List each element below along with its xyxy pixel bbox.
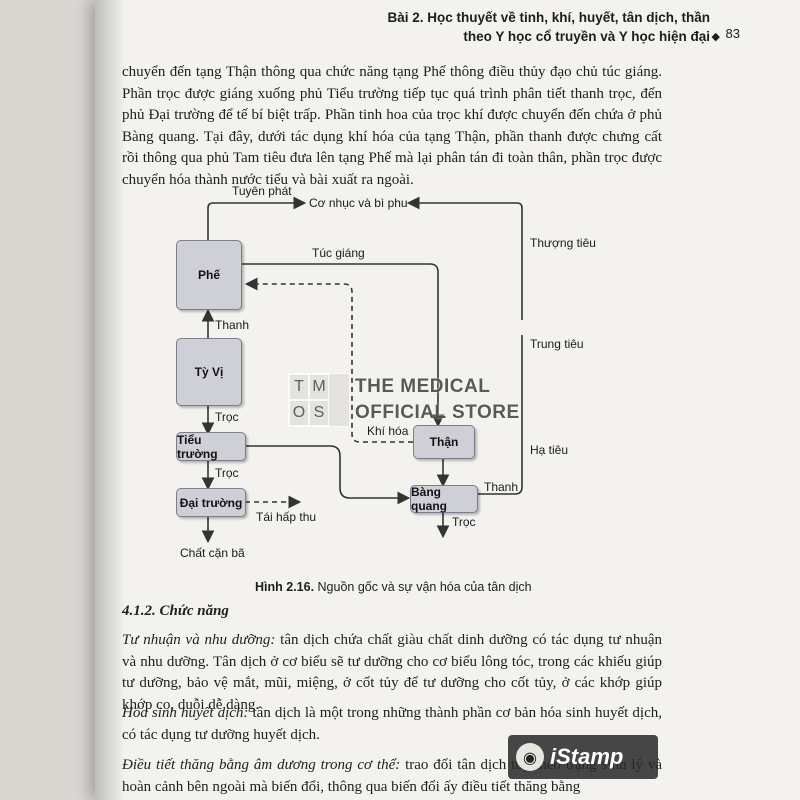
page-number: 83: [725, 26, 740, 41]
paragraph-hoa-sinh: Hóa sinh huyết dịch: tân dịch là một tro…: [122, 703, 662, 746]
caption-text: Nguồn gốc và sự vận hóa của tân dịch: [314, 580, 532, 594]
istamp-text: iStamp: [550, 744, 624, 769]
label-khi-hoa: Khí hóa: [367, 424, 409, 438]
figure-caption: Hình 2.16. Nguồn gốc và sự vận hóa của t…: [255, 580, 532, 594]
label-thanh-1: Thanh: [215, 318, 250, 332]
watermark-letter: S: [309, 400, 329, 426]
caption-number: Hình 2.16.: [255, 580, 315, 594]
box-than: Thận: [413, 425, 475, 459]
watermark-letter: M: [309, 374, 329, 400]
arrow-tieu-truong-bang-quang: [245, 445, 411, 505]
diamond-icon: ◆: [711, 30, 720, 43]
page-gutter-shadow: [95, 0, 125, 800]
watermark-line-2: OFFICIAL STORE: [355, 402, 520, 423]
box-bang-quang: Bàng quang: [410, 485, 478, 513]
header-line-2: theo Y học cổ truyền và Y học hiện đại: [463, 29, 710, 44]
box-dai-truong: Đại trường: [176, 488, 246, 517]
box-phe: Phế: [176, 240, 242, 310]
watermark-letter: T: [289, 374, 309, 400]
watermark-logo-grid: T M O S: [288, 373, 350, 427]
header-line-1: Bài 2. Học thuyết về tinh, khí, huyết, t…: [387, 10, 710, 25]
camera-icon: ◉: [516, 743, 544, 771]
label-thuong-tieu: Thượng tiêu: [530, 236, 596, 250]
arrow-thanh-2: [476, 335, 523, 495]
label-tuyen-phat: Tuyên phát: [232, 184, 292, 198]
term-tu-nhuan: Tư nhuận và nhu dưỡng:: [122, 632, 276, 648]
arrow-tuc-giang: [241, 263, 445, 428]
arrow-khi-hoa: [244, 277, 413, 443]
label-ha-tieu: Hạ tiêu: [530, 443, 569, 457]
section-heading: 4.1.2. Chức năng: [122, 603, 229, 619]
label-tuc-giang: Túc giáng: [312, 246, 365, 260]
label-thanh-2: Thanh: [484, 480, 519, 494]
box-tieu-truong: Tiểu trường: [176, 432, 246, 461]
term-hoa-sinh: Hóa sinh huyết dịch:: [122, 705, 249, 721]
arrow-tuyen-phat: [207, 196, 307, 240]
watermark-letter: O: [289, 400, 309, 426]
label-troc-1: Trọc: [215, 410, 239, 424]
watermark-line-1: THE MEDICAL: [355, 376, 491, 397]
istamp-watermark: ◉ iStamp: [508, 735, 658, 779]
text-hoa-sinh: tân dịch là một trong những thành phần c…: [122, 705, 662, 743]
label-tai-hap-thu: Tái hấp thu: [256, 510, 317, 524]
label-co-nhuc-va-bi-phu: Cơ nhục và bì phu: [309, 196, 408, 210]
label-trung-tieu: Trung tiêu: [530, 337, 584, 351]
text-tu-nhuan: tân dịch chứa chất giàu chất dinh dưỡng …: [122, 632, 662, 713]
box-ty-vi: Tỳ Vị: [176, 338, 242, 406]
label-troc-3: Trọc: [452, 515, 476, 529]
paragraph-tu-nhuan: Tư nhuận và nhu dưỡng: tân dịch chứa chấ…: [122, 630, 662, 716]
label-troc-2: Trọc: [215, 466, 239, 480]
label-chat-can-ba: Chất cặn bã: [180, 546, 245, 560]
running-header: Bài 2. Học thuyết về tinh, khí, huyết, t…: [290, 8, 710, 46]
term-dieu-tiet: Điều tiết thăng bằng âm dương trong cơ t…: [122, 757, 401, 773]
arrow-thuong-tieu: [406, 196, 523, 320]
paragraph-top: chuyển đến tạng Thận thông qua chức năng…: [122, 64, 662, 188]
